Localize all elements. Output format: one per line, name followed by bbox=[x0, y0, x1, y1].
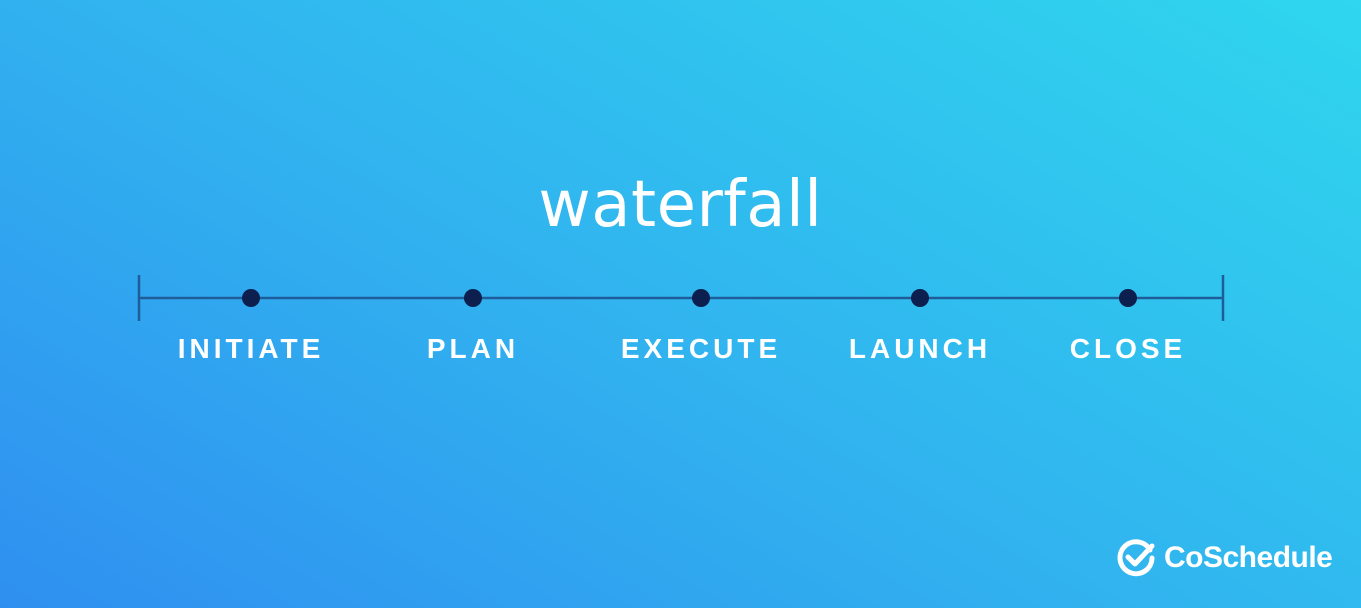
stage-label-initiate: INITIATE bbox=[177, 333, 325, 364]
coschedule-logo: CoSchedule bbox=[1116, 537, 1333, 579]
stage-dot-plan bbox=[464, 289, 482, 307]
stage-dot-close bbox=[1119, 289, 1137, 307]
stage-dot-launch bbox=[911, 289, 929, 307]
checkmark-circle-icon bbox=[1117, 539, 1155, 577]
stage-label-execute: EXECUTE bbox=[620, 333, 782, 364]
stage-dot-initiate bbox=[242, 289, 260, 307]
brand-name: CoSchedule bbox=[1164, 541, 1333, 574]
stage-dot-execute bbox=[692, 289, 710, 307]
stage-label-close: CLOSE bbox=[1069, 333, 1187, 364]
stage-label-launch: LAUNCH bbox=[848, 333, 992, 364]
diagram-title: waterfall bbox=[538, 168, 823, 242]
stage-label-plan: PLAN bbox=[426, 333, 520, 364]
